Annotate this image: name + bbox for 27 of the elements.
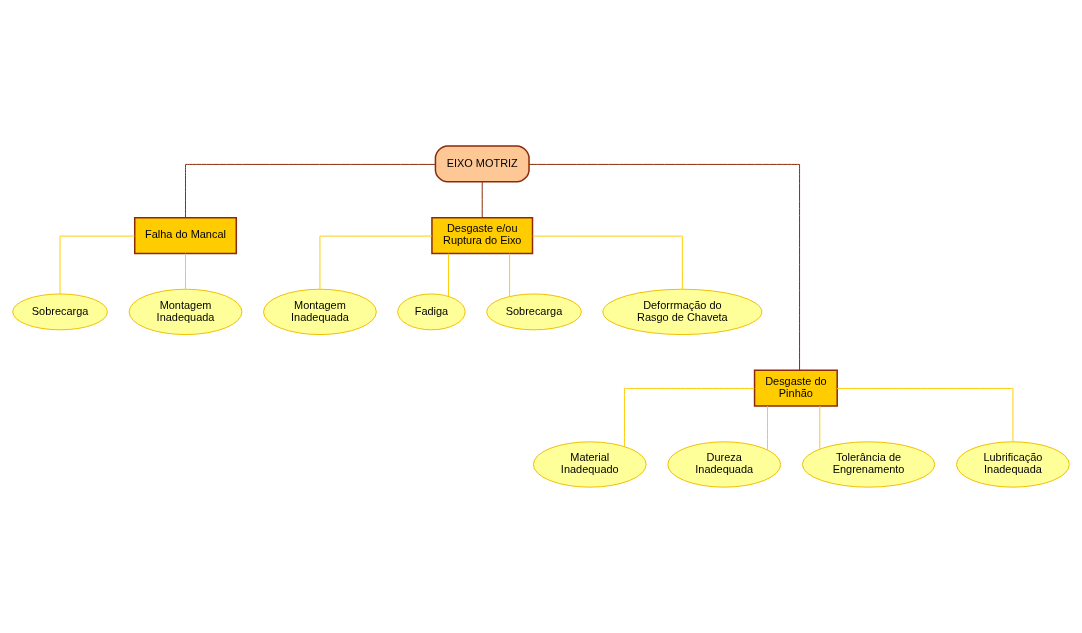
connector [509,253,511,297]
connector [767,405,768,451]
node-box: EIXO MOTRIZ [434,145,530,183]
connector [836,387,1014,443]
node-ellipse: Dureza Inadequada [667,441,782,488]
connector [185,163,436,219]
node-box: Desgaste do Pinhão [753,369,838,407]
connector [623,387,755,447]
connector [532,235,683,290]
node-ellipse: Montagem Inadequada [263,288,377,336]
node-ellipse: Material Inadequado [532,441,647,488]
node-ellipse: Sobrecarga [486,293,582,331]
node-ellipse: Fadiga [397,293,466,331]
connector [481,181,483,218]
connector [447,253,449,297]
connector [319,235,433,290]
connector [819,405,821,450]
node-box: Falha do Mancal [134,216,238,255]
node-ellipse: Lubrificação Inadequada [956,441,1070,488]
node-ellipse: Sobrecarga [12,293,108,331]
connector [59,235,135,295]
node-ellipse: Tolerância de Engrenamento [801,441,936,488]
node-ellipse: Montagem Inadequada [128,288,243,336]
connector [185,253,186,290]
node-box: Desgaste e/ou Ruptura do Eixo [431,216,534,255]
node-ellipse: Deforrmação do Rasgo de Chaveta [602,288,763,336]
connector [528,163,801,371]
